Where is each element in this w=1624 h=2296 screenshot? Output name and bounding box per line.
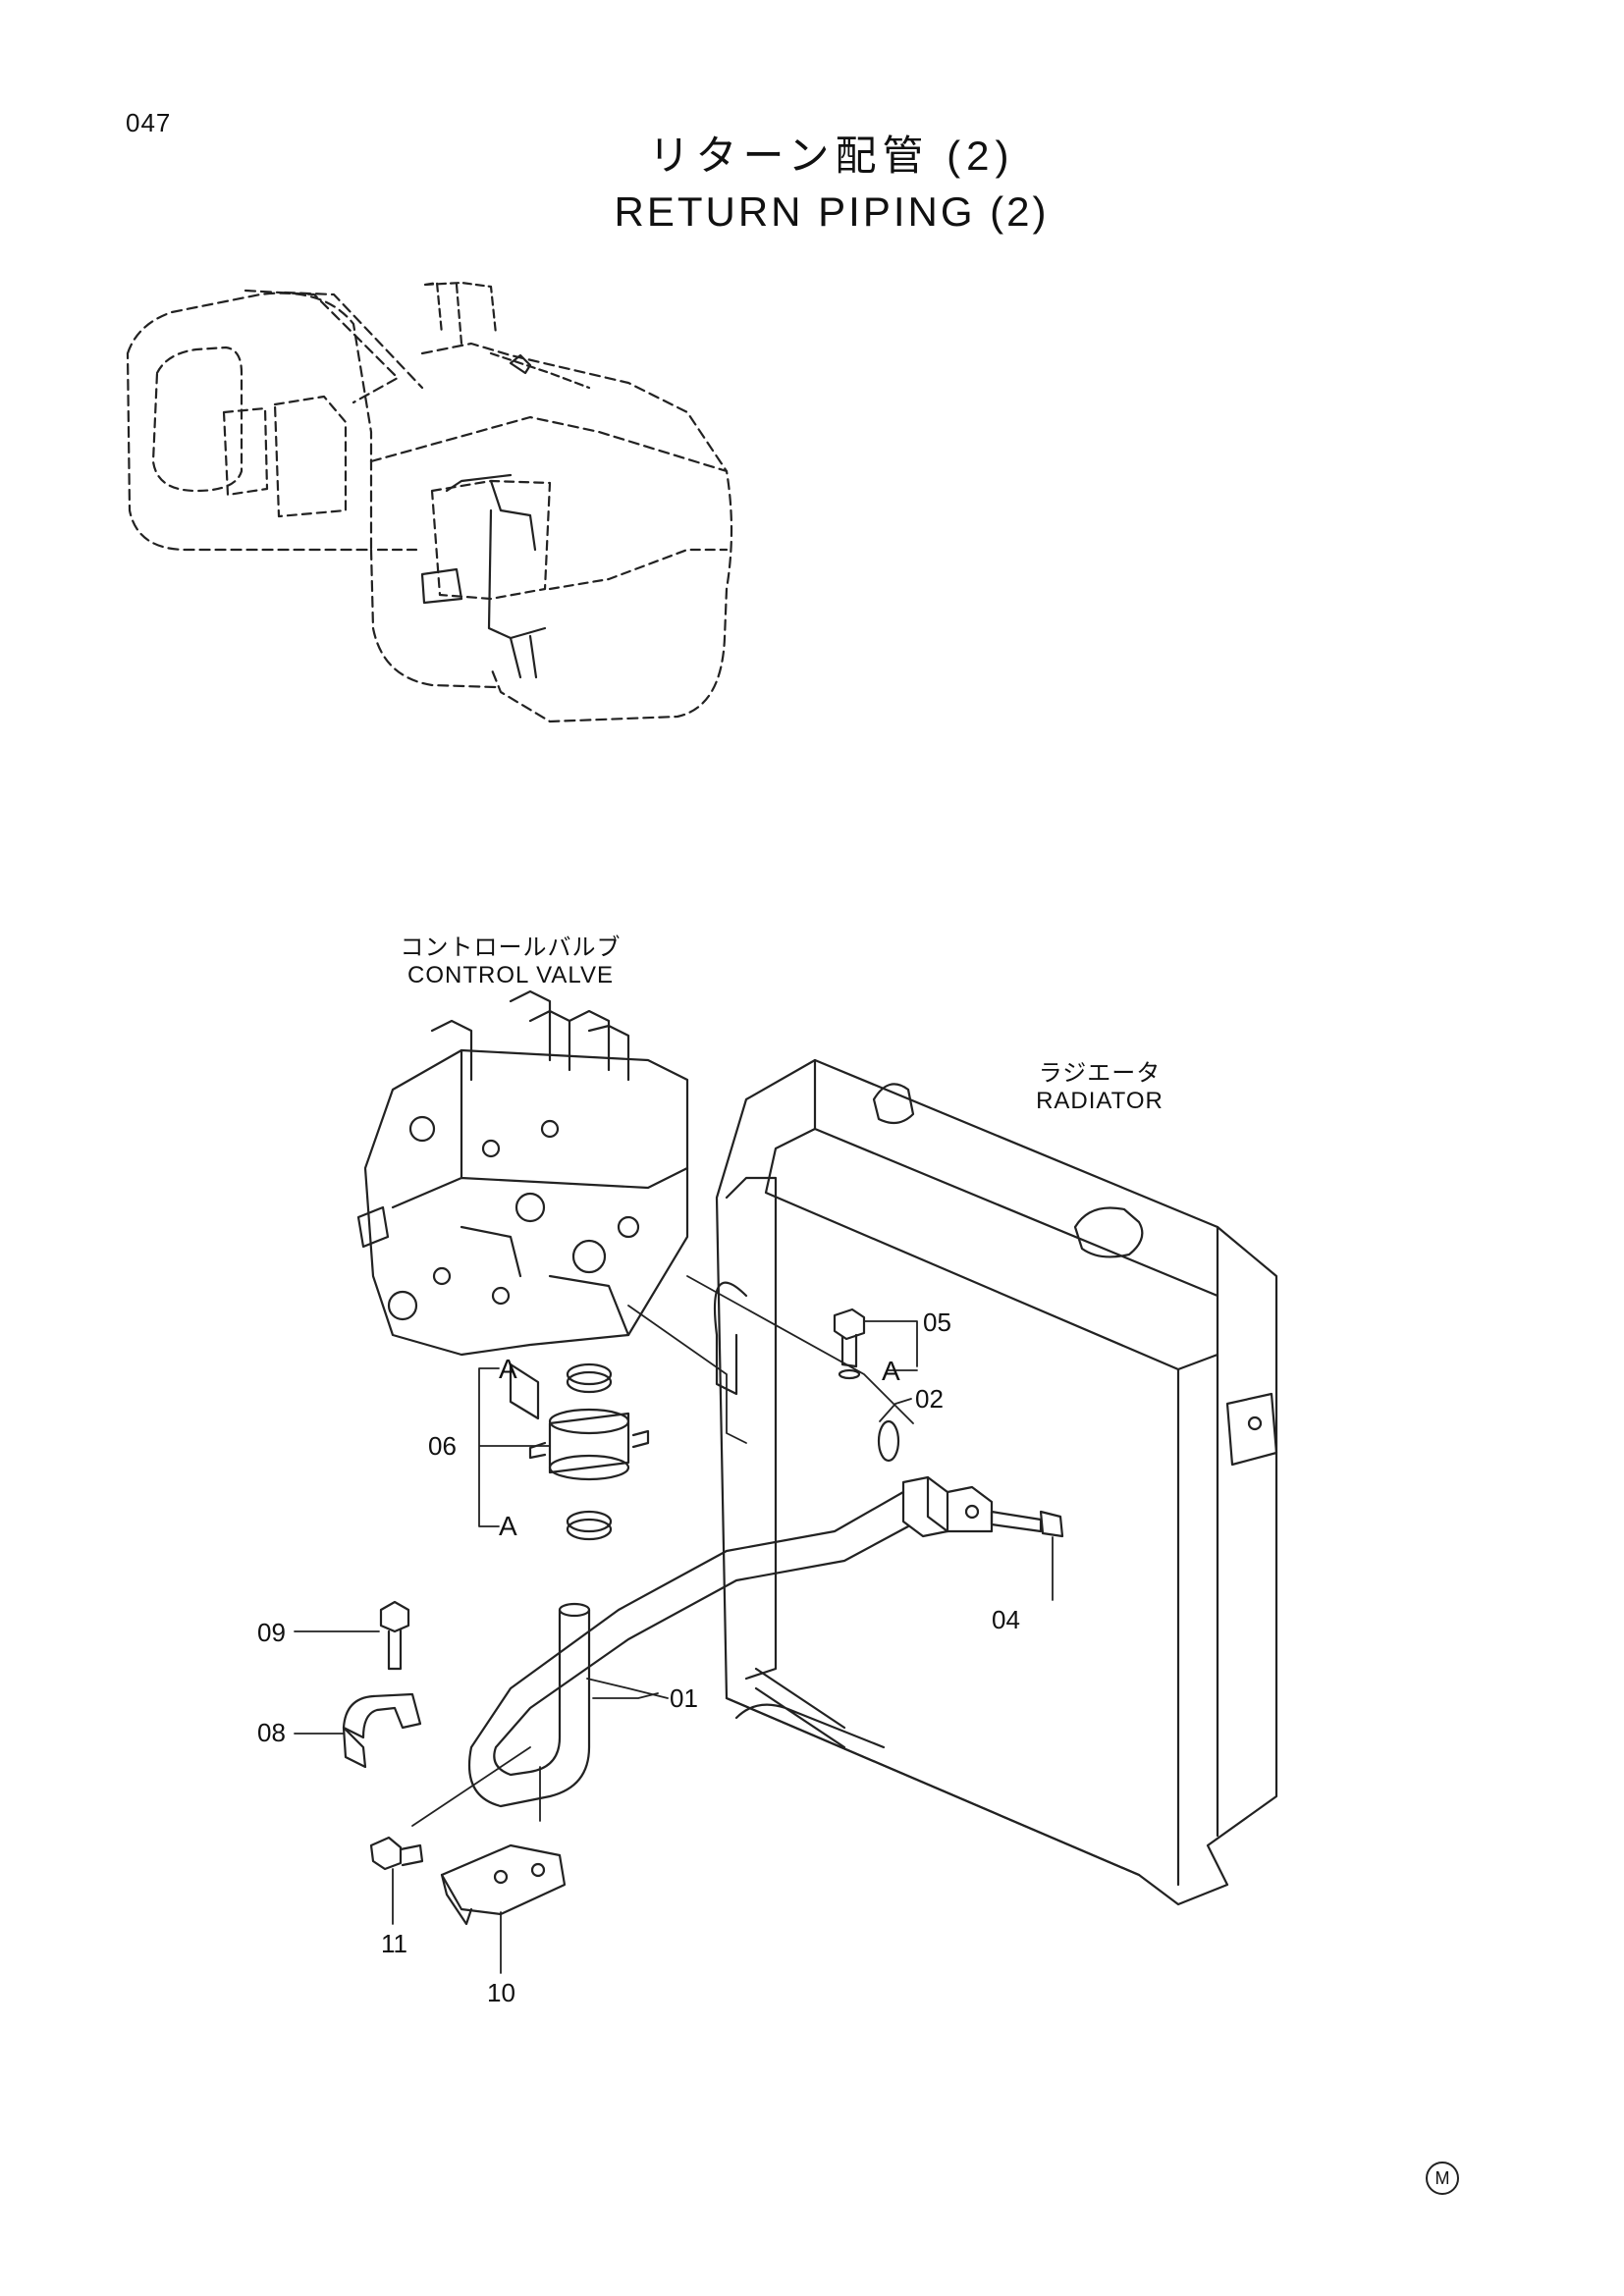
callout-02: 02: [915, 1384, 944, 1414]
radiator-drawing: [713, 1058, 1278, 1906]
title-english: RETURN PIPING (2): [614, 188, 1050, 235]
excavator-overview: [126, 281, 733, 723]
ref-letter-a-bottom: A: [499, 1511, 517, 1541]
ref-letter-a-top: A: [499, 1354, 517, 1384]
callout-10: 10: [487, 1978, 515, 2007]
page-number: 047: [126, 108, 172, 137]
callout-08: 08: [257, 1718, 286, 1747]
callout-06: 06: [428, 1431, 457, 1461]
piping-drawing: [342, 1308, 1064, 1926]
control-valve-drawing: [356, 989, 689, 1420]
callout-04: 04: [992, 1605, 1020, 1634]
title-japanese: リターン配管 (2): [648, 133, 1015, 179]
callout-05: 05: [923, 1308, 951, 1337]
corner-mark: M: [1426, 2162, 1459, 2195]
radiator-label-english: RADIATOR: [1036, 1088, 1164, 1114]
radiator-label: ラジエータ RADIATOR: [1021, 1060, 1178, 1115]
radiator-label-japanese: ラジエータ: [1038, 1060, 1162, 1087]
callout-01: 01: [670, 1683, 698, 1713]
ref-letter-a-05: A: [882, 1356, 900, 1386]
control-valve-label-japanese: コントロールバルブ: [400, 934, 622, 961]
title-block: リターン配管 (2) RETURN PIPING (2): [0, 128, 1624, 240]
leader-lines: [294, 1275, 1054, 1974]
callout-11: 11: [381, 1929, 407, 1958]
control-valve-label-english: CONTROL VALVE: [407, 962, 614, 988]
control-valve-label: コントロールバルブ CONTROL VALVE: [383, 934, 638, 989]
callout-09: 09: [257, 1618, 286, 1647]
